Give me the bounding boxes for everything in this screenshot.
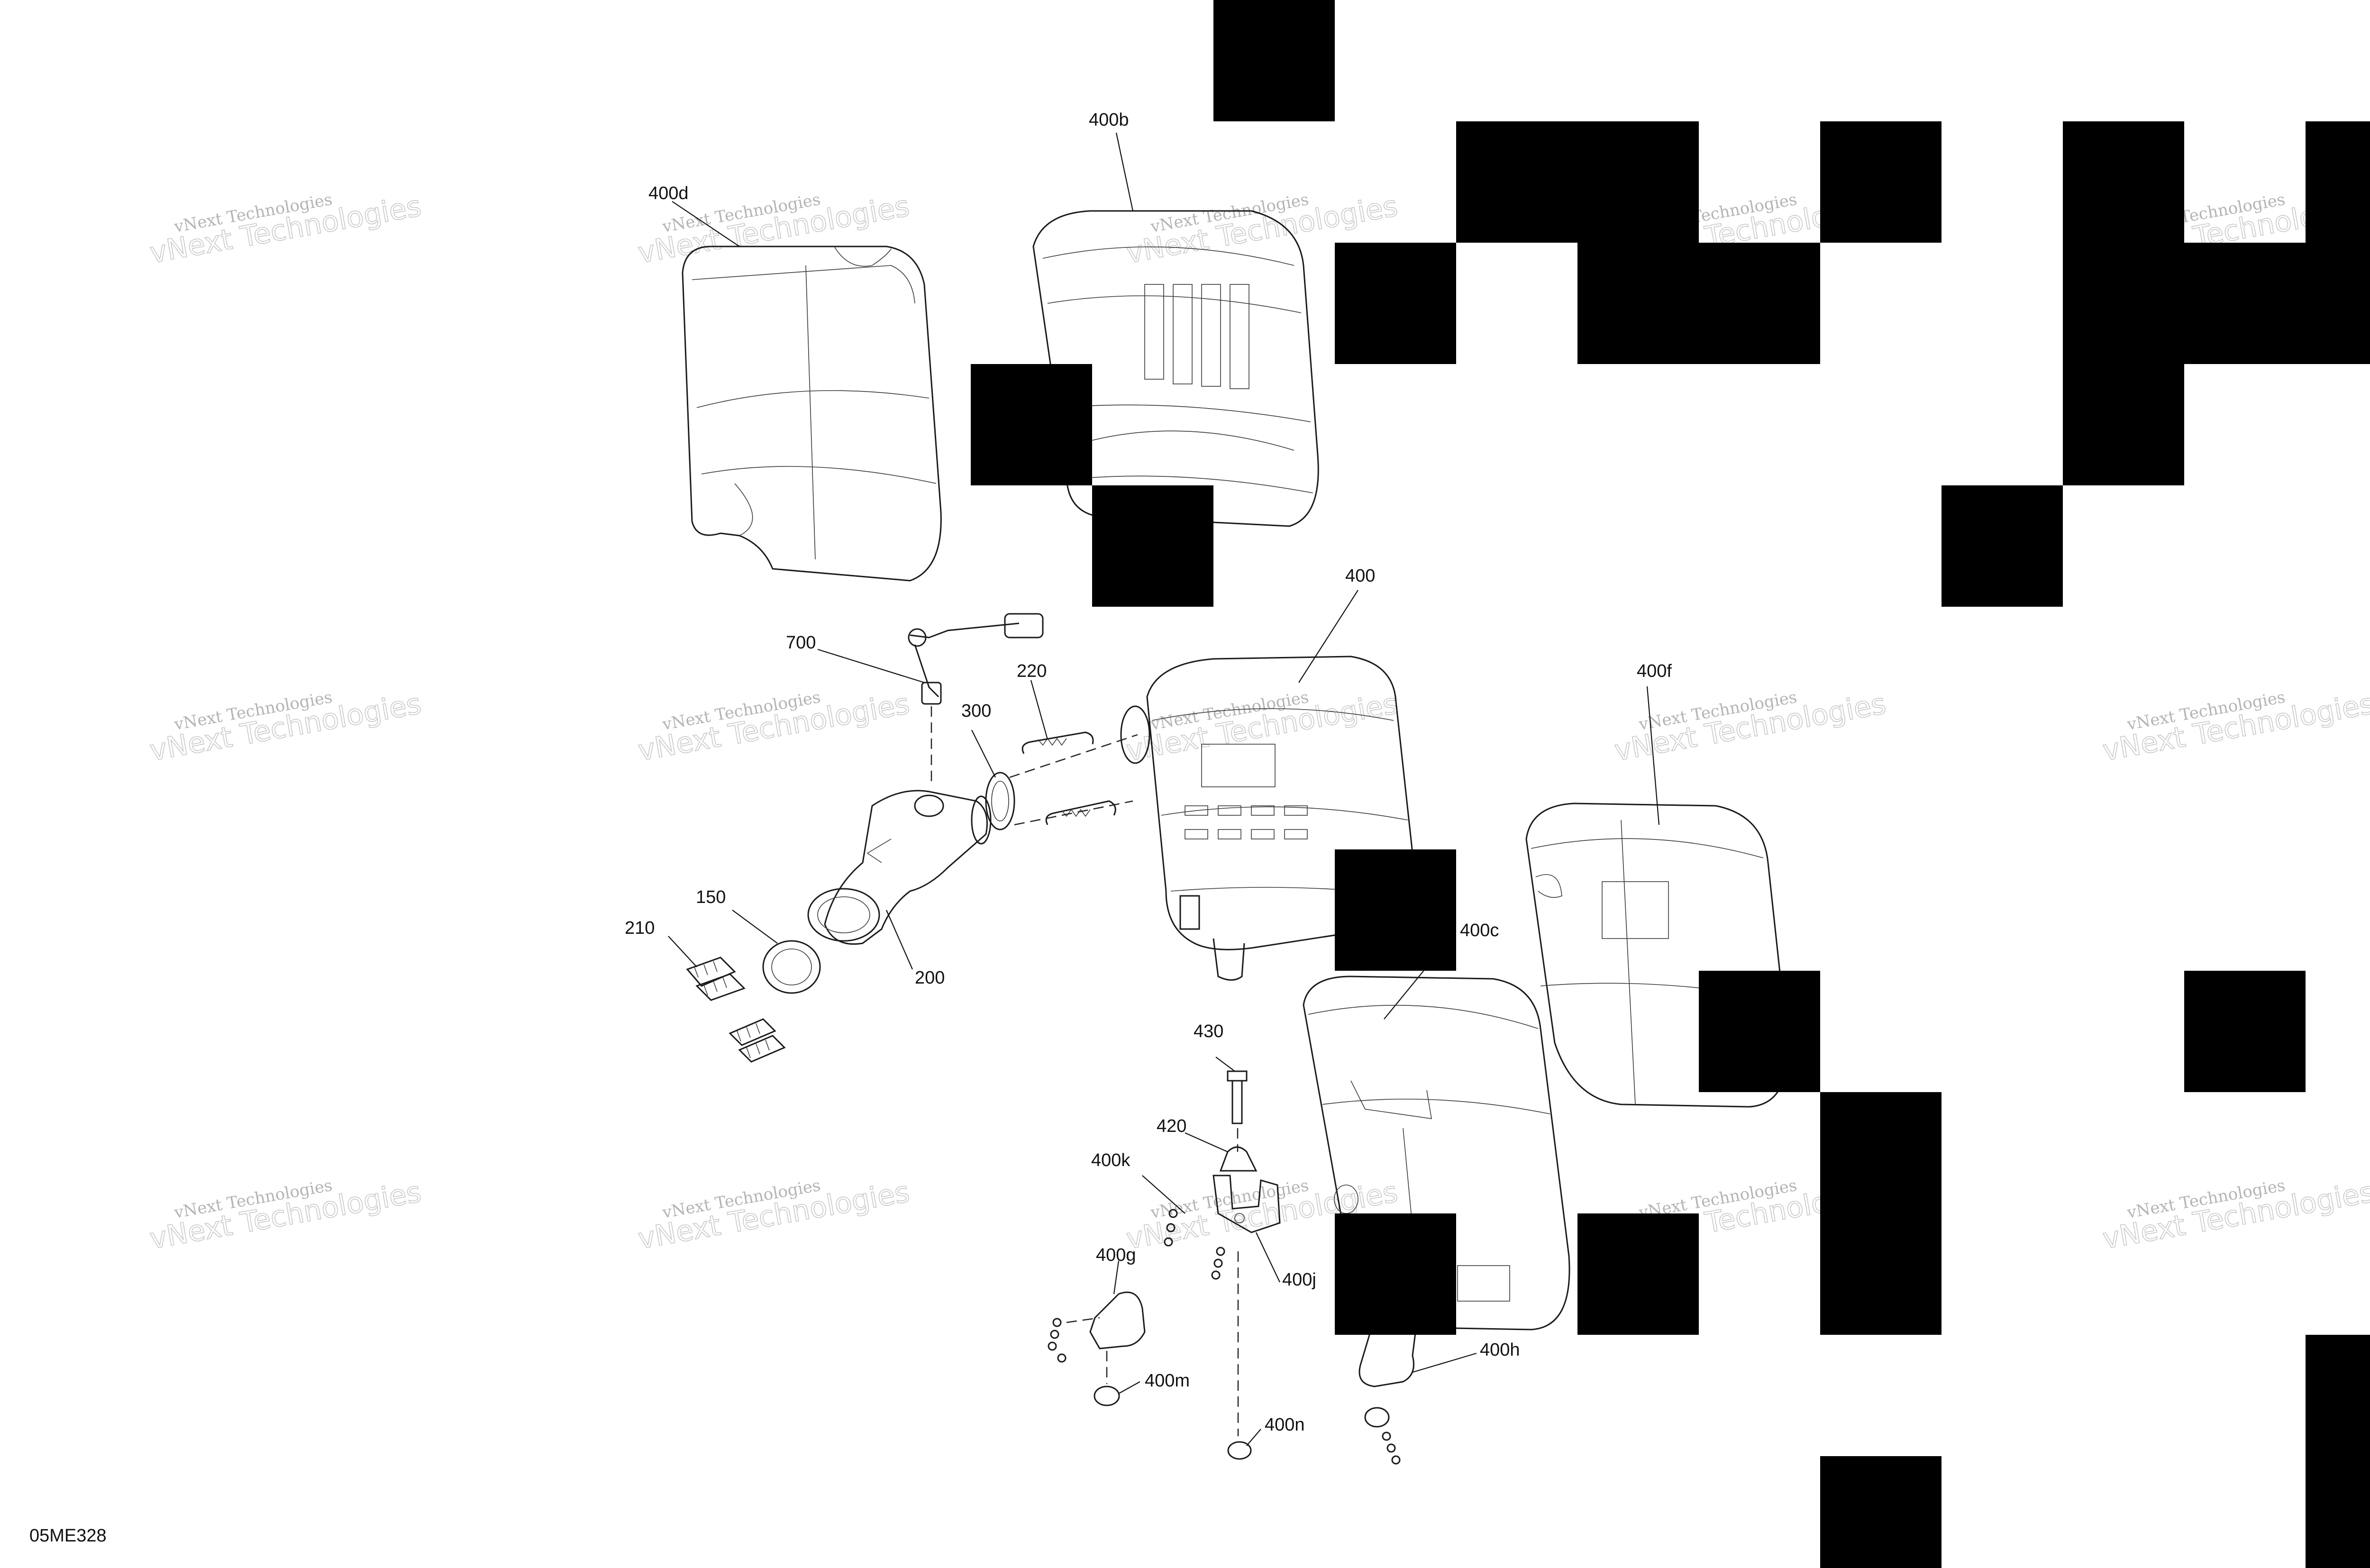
callout-400b: 400b xyxy=(1089,110,1129,130)
watermark-grid: vNext Technologies vNext Technologies vN… xyxy=(147,189,2370,1256)
part-400g-bracket xyxy=(1048,1291,1146,1363)
watermark: vNext Technologies vNext Technologies xyxy=(147,687,424,768)
part-400m-grommet xyxy=(1094,1386,1120,1406)
redaction-block xyxy=(1456,121,1699,243)
redaction-block xyxy=(1699,971,1820,1092)
callout-220: 220 xyxy=(1017,661,1047,681)
redaction-block xyxy=(2184,243,2370,364)
part-430-bolt xyxy=(1227,1070,1248,1124)
drawing-code: 05ME328 xyxy=(29,1526,107,1546)
redaction-block xyxy=(1577,1213,1699,1335)
watermark: vNext Technologies vNext Technologies xyxy=(147,1175,424,1256)
redaction-block xyxy=(1942,485,2063,607)
redaction-block xyxy=(1820,1456,1942,1568)
callout-400g: 400g xyxy=(1096,1245,1136,1265)
callout-400j: 400j xyxy=(1282,1270,1316,1290)
watermark: vNext Technologies vNext Technologies xyxy=(635,687,912,768)
watermark: vNext Technologies vNext Technologies xyxy=(1612,687,1889,768)
callout-150: 150 xyxy=(696,887,726,907)
callout-300: 300 xyxy=(961,701,991,721)
callout-400h: 400h xyxy=(1480,1340,1520,1360)
part-420-isolator xyxy=(1219,1146,1258,1172)
redaction-block xyxy=(1820,121,1942,243)
redaction-block xyxy=(2063,121,2184,485)
assembly-lines xyxy=(930,706,1239,1436)
watermark: vNext Technologies vNext Technologies xyxy=(147,189,424,270)
redaction-block xyxy=(1335,1213,1456,1335)
part-400-silencer xyxy=(1120,656,1414,981)
watermark: vNext Technologies vNext Technologies xyxy=(2100,687,2370,768)
callout-400d: 400d xyxy=(648,183,689,203)
part-200-intake-tube xyxy=(807,790,992,945)
callout-430: 430 xyxy=(1194,1021,1223,1041)
part-700-sensor xyxy=(908,613,1044,705)
callout-400n: 400n xyxy=(1265,1415,1305,1435)
part-400b-upper-cover xyxy=(1032,210,1319,527)
redaction-blocks xyxy=(971,0,2370,1568)
redaction-block xyxy=(1335,243,1456,364)
callout-400f: 400f xyxy=(1637,661,1672,681)
callout-200: 200 xyxy=(915,968,945,988)
part-220-springs xyxy=(1021,731,1116,825)
part-400n-grommet xyxy=(1227,1441,1252,1460)
part-210-spring-clips xyxy=(686,957,786,1063)
watermark: vNext Technologies vNext Technologies xyxy=(635,1175,912,1256)
leader-lines xyxy=(668,132,1660,1446)
part-400j-bracket xyxy=(1164,1175,1281,1280)
callout-400k: 400k xyxy=(1091,1150,1130,1170)
watermark: vNext Technologies vNext Technologies xyxy=(1123,687,1401,768)
redaction-block xyxy=(1820,1092,1942,1335)
part-400h-bracket xyxy=(1358,1317,1418,1465)
callout-labels: 400b 400d 400 400f 700 220 300 150 210 2… xyxy=(29,110,1672,1546)
redaction-block xyxy=(1577,243,1820,364)
redaction-block xyxy=(1213,0,1335,121)
callout-400c: 400c xyxy=(1460,921,1499,940)
redaction-block xyxy=(1092,485,1213,607)
callout-400m: 400m xyxy=(1145,1371,1190,1391)
part-400d-side-panel xyxy=(682,246,942,582)
part-300-gasket xyxy=(985,772,1015,830)
part-150-clamp xyxy=(762,940,821,994)
callout-700: 700 xyxy=(786,633,816,653)
redaction-block xyxy=(971,364,1092,485)
callout-210: 210 xyxy=(625,918,655,938)
callout-420: 420 xyxy=(1157,1116,1186,1136)
callout-400: 400 xyxy=(1345,566,1375,586)
watermark: vNext Technologies vNext Technologies xyxy=(2100,1175,2370,1256)
redaction-block xyxy=(2184,971,2306,1092)
redaction-block xyxy=(2306,1335,2370,1568)
redaction-block xyxy=(1335,849,1456,971)
